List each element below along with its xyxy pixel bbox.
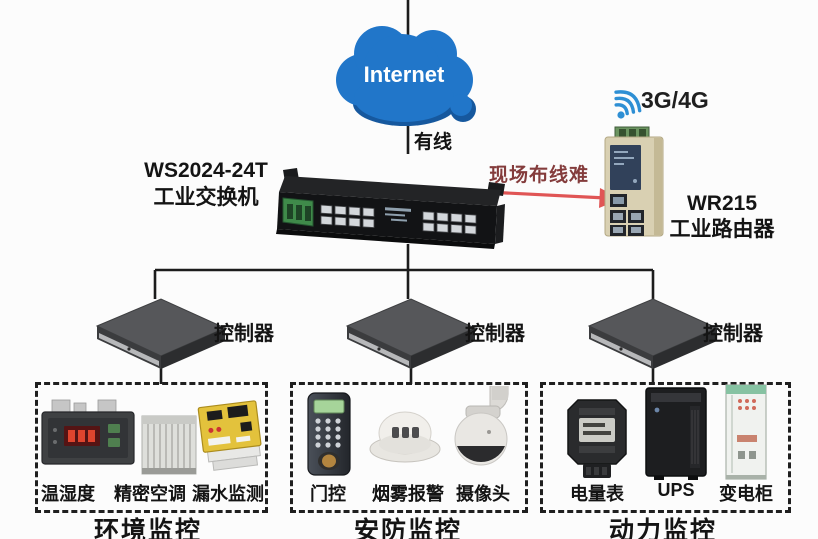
ptz-camera-device [454, 386, 509, 466]
device-label-temp-humidity: 温湿度 [41, 484, 95, 504]
wifi-icon [614, 90, 642, 119]
internet-cloud: Internet [336, 26, 476, 126]
ups-device [645, 387, 707, 480]
industrial-router-device [604, 126, 664, 237]
device-label-precision-ac: 精密空调 [114, 484, 186, 504]
wired-link-label: 有线 [414, 132, 453, 153]
group-box-power [540, 382, 791, 513]
switch-type: 工业交换机 [153, 186, 259, 209]
controller-device-3 [587, 298, 719, 369]
switch-label: WS2024-24T 工业交换机 [122, 157, 290, 211]
water-leak-device [197, 400, 262, 471]
device-label-ups: UPS [657, 480, 695, 500]
controller-device-1 [95, 298, 227, 369]
device-label-cabinet: 变电柜 [719, 484, 773, 504]
group-box-environment [35, 382, 268, 513]
router-model: WR215 [686, 192, 758, 215]
group-title-power: 动力监控 [608, 517, 718, 539]
controller-label-3: 控制器 [703, 323, 763, 345]
internet-label: Internet [364, 62, 445, 87]
device-label-camera: 摄像头 [456, 484, 510, 504]
router-type: 工业路由器 [669, 218, 775, 241]
precision-ac-device [141, 415, 197, 475]
cellular-label: 3G/4G [641, 87, 709, 113]
wiring-note-label: 现场布线难 [489, 165, 590, 186]
industrial-switch-device [276, 168, 505, 249]
group-box-security [290, 382, 528, 513]
group-title-environment: 环境监控 [93, 517, 203, 539]
router-label: WR215 工业路由器 [658, 191, 786, 243]
controller-device-2 [345, 298, 477, 369]
device-label-smoke-alarm: 烟雾报警 [372, 484, 444, 504]
power-meter-device [567, 399, 627, 478]
device-label-water-leak: 漏水监测 [192, 484, 264, 504]
controller-label-1: 控制器 [214, 323, 274, 345]
door-access-device [307, 392, 351, 476]
group-title-security: 安防监控 [353, 517, 463, 539]
temp-humidity-device [41, 399, 135, 465]
switch-model: WS2024-24T [144, 159, 268, 182]
transformer-cabinet-device [725, 384, 767, 480]
controller-label-2: 控制器 [465, 323, 525, 345]
device-label-door-access: 门控 [310, 484, 346, 504]
smoke-alarm-device [369, 411, 441, 463]
device-label-power-meter: 电量表 [570, 484, 624, 504]
